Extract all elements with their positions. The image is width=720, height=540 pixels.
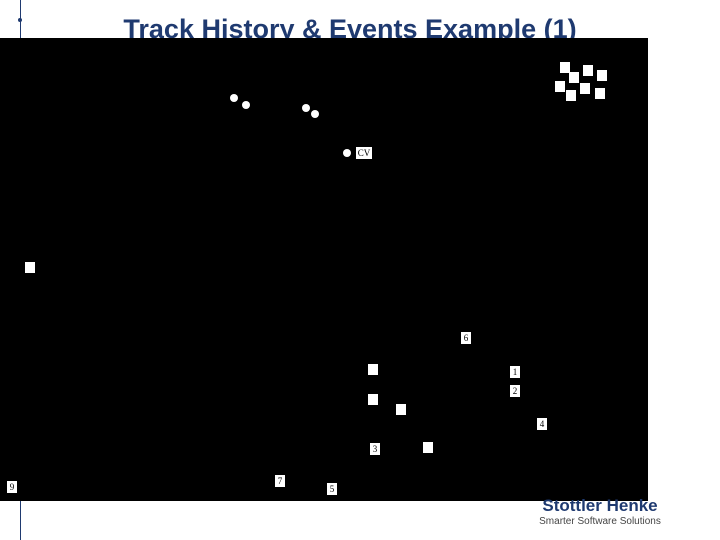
aircraft-track-dot[interactable] [302,104,310,112]
track-marker[interactable] [569,72,579,83]
track-marker[interactable] [423,442,433,453]
track-marker[interactable] [566,90,576,101]
track-marker[interactable] [595,88,605,99]
track-label-9[interactable]: 9 [7,481,17,493]
track-marker[interactable] [583,65,593,76]
track-label-2[interactable]: 2 [510,385,520,397]
track-map[interactable]: CV 6 1 2 4 3 7 9 5 [0,38,648,501]
track-label-7[interactable]: 7 [275,475,285,487]
track-marker[interactable] [580,83,590,94]
track-marker[interactable] [560,62,570,73]
track-label-1[interactable]: 1 [510,366,520,378]
track-marker[interactable] [597,70,607,81]
aircraft-track-dot[interactable] [242,101,250,109]
track-label-5[interactable]: 5 [327,483,337,495]
track-marker[interactable] [555,81,565,92]
slide-rule-dot [18,18,22,22]
cv-track-dot[interactable] [343,149,351,157]
company-tagline: Smarter Software Solutions [539,516,661,527]
track-label-3[interactable]: 3 [370,443,380,455]
track-label-6[interactable]: 6 [461,332,471,344]
cv-track-label[interactable]: CV [356,147,372,159]
track-marker[interactable] [396,404,406,415]
track-label-4[interactable]: 4 [537,418,547,430]
track-marker[interactable] [25,262,35,273]
track-marker[interactable] [368,394,378,405]
company-logo: Stottler Henke Smarter Software Solution… [520,496,680,528]
aircraft-track-dot[interactable] [230,94,238,102]
aircraft-track-dot[interactable] [311,110,319,118]
company-name: Stottler Henke [542,496,658,515]
track-marker[interactable] [368,364,378,375]
